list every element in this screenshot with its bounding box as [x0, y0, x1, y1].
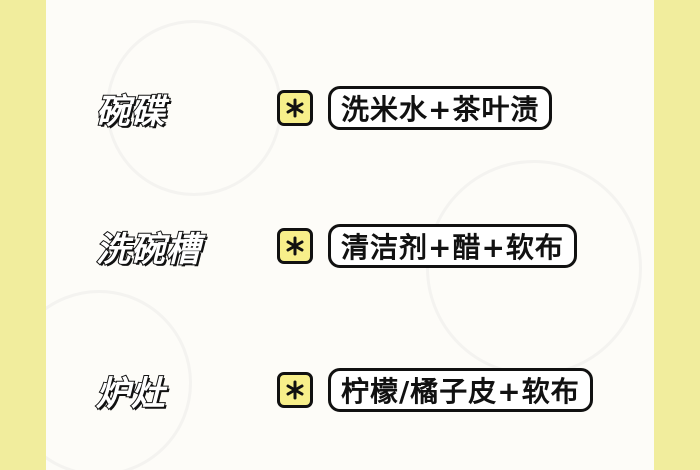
asterisk-icon [277, 90, 313, 126]
left-yellow-band [0, 0, 46, 470]
tips-card: 碗碟 洗米水+茶叶渍 洗碗槽 清洁剂+醋+软布 [46, 0, 654, 470]
asterisk-icon [277, 372, 313, 408]
asterisk-icon [277, 228, 313, 264]
tip-text: 柠檬/橘子皮+软布 [328, 368, 593, 412]
tip-row-sink: 洗碗槽 清洁剂+醋+软布 [46, 218, 654, 278]
background-doodle [46, 290, 192, 470]
tip-row-dishes: 碗碟 洗米水+茶叶渍 [46, 80, 654, 140]
tip-row-stove: 炉灶 柠檬/橘子皮+软布 [46, 362, 654, 422]
row-label: 碗碟 [95, 91, 166, 133]
tip-text: 洗米水+茶叶渍 [328, 86, 553, 130]
tip-text: 清洁剂+醋+软布 [328, 224, 577, 268]
row-label: 炉灶 [95, 373, 166, 415]
right-yellow-band [654, 0, 700, 470]
row-label: 洗碗槽 [95, 229, 201, 271]
